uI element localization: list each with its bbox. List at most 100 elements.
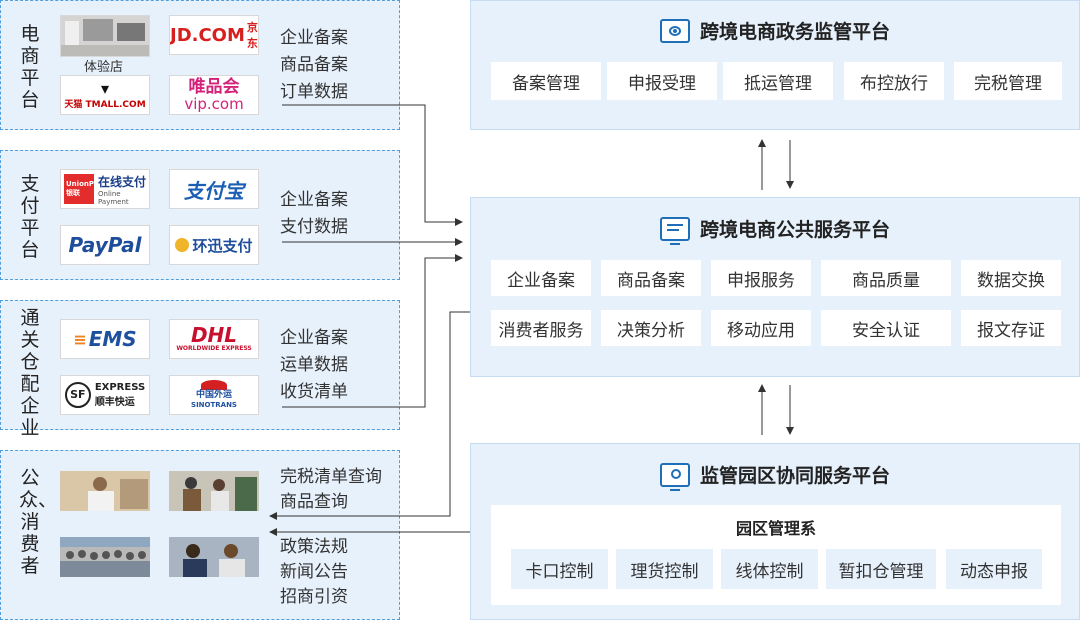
ips-text: 环迅支付 xyxy=(192,236,253,255)
unionpay-sub: Online Payment xyxy=(98,189,129,206)
ps-btn-data-exchange[interactable]: 数据交换 xyxy=(961,260,1061,296)
gov-btn-filing[interactable]: 备案管理 xyxy=(491,62,601,100)
service-to-public-arrow xyxy=(269,311,470,520)
public-top-list: 完税清单查询 商品查询 xyxy=(280,465,382,515)
jd-logo: JD.COM 京东 xyxy=(169,15,259,55)
ecommerce-item: 商品备案 xyxy=(280,55,348,75)
sf-icon: SF xyxy=(64,382,91,408)
ps-btn-security[interactable]: 安全认证 xyxy=(821,310,951,346)
logistics-title: 通关仓配企业 xyxy=(20,307,40,439)
dhl-text: DHL xyxy=(190,323,238,347)
paypal-logo: PayPal xyxy=(60,225,150,265)
logistics-item: 收货清单 xyxy=(280,382,348,402)
park-subsystem-box: 园区管理系 卡口控制 理货控制 线体控制 暂扣仓管理 动态申报 xyxy=(491,505,1061,605)
sinotrans-sub: SINOTRANS xyxy=(191,401,237,409)
unionpay-logo: UnionPay 银联 在线支付 Online Payment xyxy=(60,169,150,209)
park-platform-header: 监管园区协同服务平台 xyxy=(471,461,1079,491)
logistics-panel: 通关仓配企业 ≡ EMS DHL WORLDWIDE EXPRESS SF EX… xyxy=(0,300,400,439)
vip-logo-text: 唯品会 xyxy=(188,77,240,97)
dhl-sub: WORLDWIDE EXPRESS xyxy=(176,345,252,352)
ips-logo: 环迅支付 xyxy=(169,225,259,265)
public-service-title: 跨境电商公共服务平台 xyxy=(699,219,890,241)
gov-platform-panel: 跨境电商政务监管平台 备案管理 申报受理 抵运管理 布控放行 完税管理 xyxy=(470,0,1080,130)
sinotrans-text: 中国外运 xyxy=(195,390,232,400)
vip-logo-sub: vip.com xyxy=(184,95,244,113)
park-subsystem-title: 园区管理系 xyxy=(735,519,816,538)
ps-btn-consumer-service[interactable]: 消费者服务 xyxy=(491,310,591,346)
alipay-text: 支付宝 xyxy=(184,178,244,203)
monitor-icon xyxy=(659,216,690,245)
park-platform-title: 监管园区协同服务平台 xyxy=(699,465,890,487)
ems-text: EMS xyxy=(88,327,137,351)
public-info-link[interactable]: 招商引资 xyxy=(280,587,348,607)
paypal-text: PayPal xyxy=(68,233,142,257)
sf-text: EXPRESS xyxy=(94,382,146,393)
consumer-photo-4 xyxy=(169,537,259,577)
payment-panel: 支付平台 UnionPay 银联 在线支付 Online Payment 支付宝… xyxy=(0,150,400,280)
consumer-photo-2 xyxy=(169,471,259,511)
ecommerce-panel: 电商平台 体验店 JD.COM 京东 ▾ 天猫 TMALL.COM 唯品会 vi… xyxy=(0,0,400,130)
payment-item: 企业备案 xyxy=(280,190,348,210)
sinotrans-icon xyxy=(201,380,227,390)
payment-data-list: 企业备案 支付数据 xyxy=(280,187,348,241)
ps-btn-decision[interactable]: 决策分析 xyxy=(601,310,701,346)
public-bottom-list: 政策法规 新闻公告 招商引资 xyxy=(280,535,348,610)
public-service-header: 跨境电商公共服务平台 xyxy=(471,215,1079,245)
ps-btn-declaration[interactable]: 申报服务 xyxy=(711,260,811,296)
ems-stripes-icon: ≡ xyxy=(73,329,87,349)
public-panel: 公众、消费者 完税清单查询 商品查询 政策法规 新闻公告 招商引资 xyxy=(0,450,400,620)
ips-icon xyxy=(175,238,190,252)
gov-platform-title: 跨境电商政务监管平台 xyxy=(699,21,890,43)
logistics-to-service-arrow xyxy=(282,254,463,408)
public-query-link[interactable]: 商品查询 xyxy=(280,492,348,512)
ecommerce-item: 订单数据 xyxy=(280,82,348,102)
eye-monitor-icon xyxy=(659,18,690,43)
ecommerce-item: 企业备案 xyxy=(280,28,348,48)
park-platform-panel: 监管园区协同服务平台 园区管理系 卡口控制 理货控制 线体控制 暂扣仓管理 动态… xyxy=(470,443,1080,620)
payment-title: 支付平台 xyxy=(20,173,40,261)
gov-btn-transport[interactable]: 抵运管理 xyxy=(723,62,833,100)
unionpay-text: 在线支付 xyxy=(98,174,147,189)
gov-platform-header: 跨境电商政务监管平台 xyxy=(471,17,1079,44)
park-btn-detain[interactable]: 暂扣仓管理 xyxy=(826,549,936,589)
public-service-panel: 跨境电商公共服务平台 企业备案 商品备案 申报服务 商品质量 数据交换 消费者服… xyxy=(470,197,1080,377)
ps-btn-quality[interactable]: 商品质量 xyxy=(821,260,951,296)
park-btn-tally[interactable]: 理货控制 xyxy=(616,549,713,589)
jd-logo-text: JD.COM xyxy=(170,24,245,46)
logistics-data-list: 企业备案 运单数据 收货清单 xyxy=(280,325,348,406)
public-info-link[interactable]: 政策法规 xyxy=(280,537,348,557)
network-icon xyxy=(659,462,690,491)
ecommerce-title: 电商平台 xyxy=(20,23,40,111)
park-btn-line[interactable]: 线体控制 xyxy=(721,549,818,589)
ecommerce-data-list: 企业备案 商品备案 订单数据 xyxy=(280,25,348,106)
tmall-logo-sub: 天猫 xyxy=(64,99,83,110)
gov-btn-tax[interactable]: 完税管理 xyxy=(954,62,1062,100)
tmall-logo: ▾ 天猫 TMALL.COM xyxy=(60,75,150,115)
payment-item: 支付数据 xyxy=(280,217,348,237)
jd-logo-sub: 京东 xyxy=(246,21,258,50)
consumer-photo-3 xyxy=(60,537,150,577)
ps-btn-enterprise-filing[interactable]: 企业备案 xyxy=(491,260,591,296)
alipay-logo: 支付宝 xyxy=(169,169,259,209)
park-btn-dynamic[interactable]: 动态申报 xyxy=(946,549,1042,589)
ps-btn-message-store[interactable]: 报文存证 xyxy=(961,310,1061,346)
store-photo-image xyxy=(61,16,149,56)
gov-btn-declaration[interactable]: 申报受理 xyxy=(607,62,717,100)
public-info-link[interactable]: 新闻公告 xyxy=(280,562,348,582)
ps-btn-goods-filing[interactable]: 商品备案 xyxy=(601,260,701,296)
sf-sub: 顺丰快运 xyxy=(94,397,135,408)
public-query-link[interactable]: 完税清单查询 xyxy=(280,467,382,487)
gov-btn-control[interactable]: 布控放行 xyxy=(844,62,944,100)
park-btn-gate[interactable]: 卡口控制 xyxy=(511,549,608,589)
consumer-photo-1 xyxy=(60,471,150,511)
sinotrans-logo: 中国外运 SINOTRANS xyxy=(169,375,259,415)
ecommerce-to-service-arrow xyxy=(282,104,463,226)
dhl-logo: DHL WORLDWIDE EXPRESS xyxy=(169,319,259,359)
vip-logo: 唯品会 vip.com xyxy=(169,75,259,115)
sf-logo: SF EXPRESS 顺丰快运 xyxy=(60,375,150,415)
ps-btn-mobile[interactable]: 移动应用 xyxy=(711,310,811,346)
tmall-logo-text: TMALL.COM xyxy=(85,99,146,110)
logistics-item: 运单数据 xyxy=(280,355,348,375)
tmall-icon: ▾ xyxy=(100,78,110,98)
